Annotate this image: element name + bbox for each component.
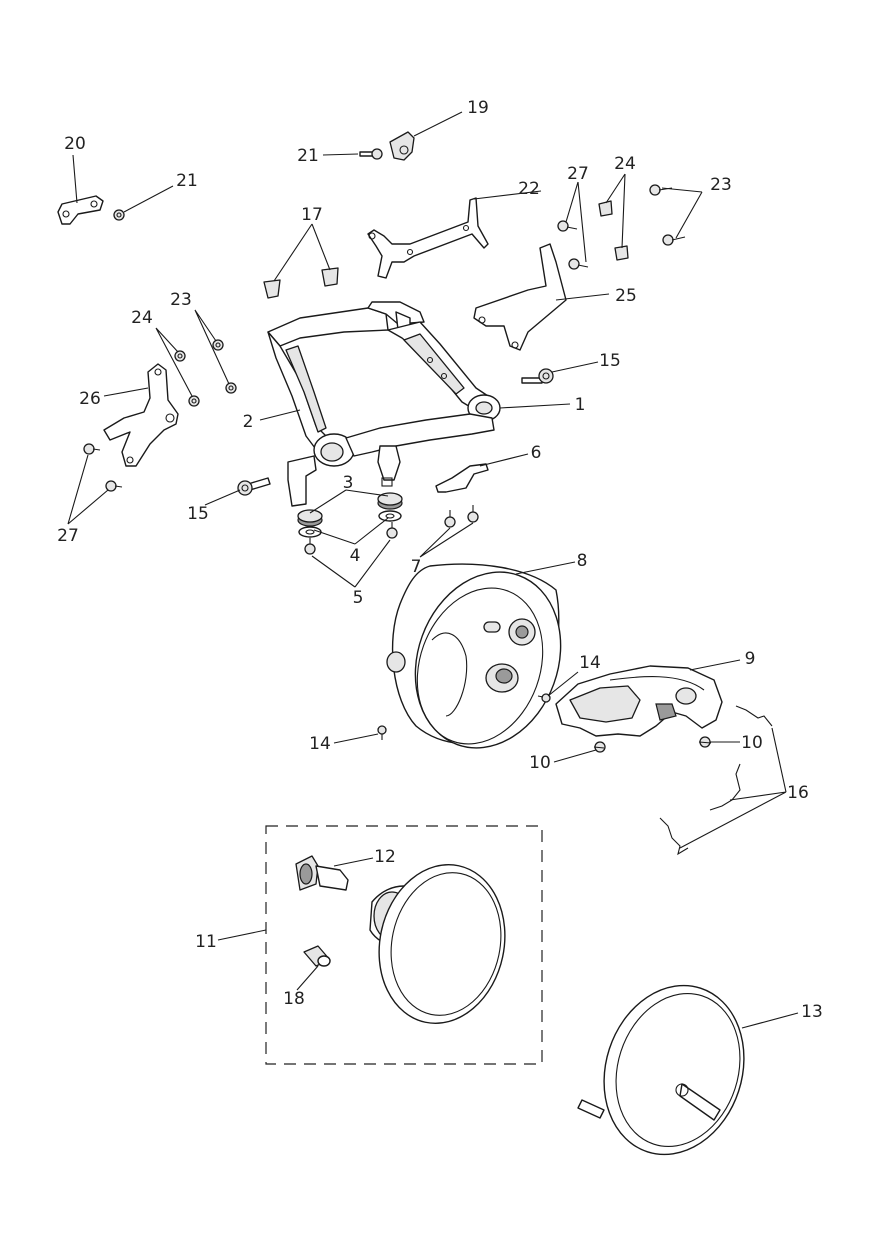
part-16-wire-clips xyxy=(659,705,773,856)
callout-24a: 24 xyxy=(131,308,153,328)
part-15-bolt-right xyxy=(521,368,554,384)
callout-15b: 15 xyxy=(599,351,621,371)
callout-7: 7 xyxy=(411,557,422,577)
callout-10b: 10 xyxy=(741,733,763,753)
callout-9: 9 xyxy=(745,649,756,669)
part-13-bezel-rim xyxy=(577,984,745,1156)
part-27-screws-left xyxy=(83,443,123,492)
leader-27-left xyxy=(67,454,109,525)
leader-lines xyxy=(72,111,799,1029)
part-21-bolt-left xyxy=(113,209,125,221)
callout-6: 6 xyxy=(531,443,542,463)
callout-14a: 14 xyxy=(579,653,601,673)
part-26-bracket xyxy=(103,363,179,467)
part-23-washers-left xyxy=(212,339,237,394)
part-27-screws-top xyxy=(557,220,589,270)
callout-22: 22 xyxy=(518,179,540,199)
part-10-screws xyxy=(593,736,712,753)
part-9-headlight-unit xyxy=(555,665,723,737)
part-24-nuts-left xyxy=(174,350,200,407)
callout-2: 2 xyxy=(243,412,254,432)
part-1-2-main-bracket xyxy=(267,301,501,507)
part-21-screw-top xyxy=(359,148,383,160)
part-3-rubber-mounts xyxy=(297,492,403,527)
part-4-washers xyxy=(298,510,402,538)
callout-15a: 15 xyxy=(187,504,209,524)
callout-17: 17 xyxy=(301,205,323,225)
callout-4: 4 xyxy=(350,546,361,566)
callout-10a: 10 xyxy=(529,753,551,773)
callout-11: 11 xyxy=(195,932,217,952)
part-20-bracket xyxy=(57,195,104,225)
callout-27a: 27 xyxy=(57,526,79,546)
callout-21b: 21 xyxy=(297,146,319,166)
part-6-bracket xyxy=(435,463,489,493)
callout-21a: 21 xyxy=(176,171,198,191)
callout-23b: 23 xyxy=(710,175,732,195)
part-23-bolts-top xyxy=(649,184,686,246)
part-11-lens-unit xyxy=(369,863,506,1025)
part-17-grommets xyxy=(263,267,339,299)
callout-14b: 14 xyxy=(309,734,331,754)
callout-1: 1 xyxy=(575,395,586,415)
callout-8: 8 xyxy=(577,551,588,571)
part-12-bulb xyxy=(295,855,349,891)
part-5-screws xyxy=(304,522,398,555)
callout-19: 19 xyxy=(467,98,489,118)
callout-27b: 27 xyxy=(567,164,589,184)
part-14-screws xyxy=(377,693,551,740)
callout-16: 16 xyxy=(787,783,809,803)
part-18-sleeve xyxy=(303,945,331,967)
part-7-bolts xyxy=(444,505,479,528)
part-15-bolt-left xyxy=(237,477,271,496)
part-22-bracket xyxy=(367,197,489,279)
callout-26: 26 xyxy=(79,389,101,409)
callout-3: 3 xyxy=(343,473,354,493)
callout-23a: 23 xyxy=(170,290,192,310)
part-19-clip xyxy=(389,131,415,161)
callout-13: 13 xyxy=(801,1002,823,1022)
part-11-group-box xyxy=(265,825,543,1065)
callout-24b: 24 xyxy=(614,154,636,174)
part-25-bracket xyxy=(473,243,567,351)
part-8-headlight-shell xyxy=(386,563,562,749)
callout-labels: 1 2 3 4 5 6 7 8 9 10 10 11 12 13 14 14 1… xyxy=(57,98,823,1022)
callout-18: 18 xyxy=(283,989,305,1009)
callout-5: 5 xyxy=(353,588,364,608)
callout-12: 12 xyxy=(374,847,396,867)
callout-25: 25 xyxy=(615,286,637,306)
callout-20: 20 xyxy=(64,134,86,154)
